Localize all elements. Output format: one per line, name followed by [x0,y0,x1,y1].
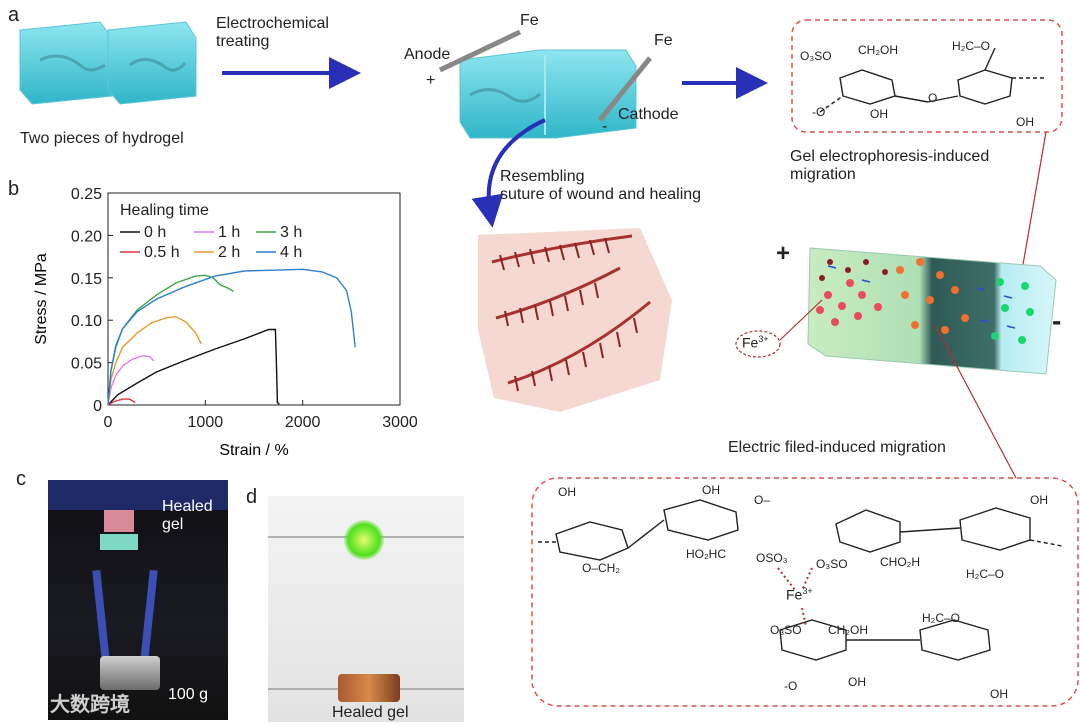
chem-b-oh-a: OH [558,485,576,499]
series-line-4h [107,268,356,406]
suture-illustration [478,228,672,412]
x-tick-label: 0 [104,414,113,431]
chem-b-oso3: OSO₃ [756,551,788,565]
series-line-0h [107,328,280,406]
gel-electrophoresis-label: Gel electrophoresis-induced migration [790,148,990,184]
chem-structure-top [819,47,1045,113]
chem-top-ch2oh: CH₂OH [858,43,898,57]
panel-label-d: d [246,486,258,508]
chem-b-oh-c: OH [1030,493,1048,507]
x-tick-label: 3000 [382,414,418,431]
fe-coordination [777,567,813,627]
hydrogel-pieces [19,21,197,105]
fe-top-label: Fe [520,12,539,29]
cathode-label: Cathode [618,106,679,123]
fe-ion-label: Fe3+ [742,334,769,351]
healed-gel-label-d: Healed gel [332,704,409,721]
legend-label: 0.5 h [144,244,180,261]
x-tick-label: 2000 [285,414,321,431]
chem-top-o-end: -O [812,105,826,119]
chem-b-oh-d: OH [848,675,866,689]
block-minus: - [1052,305,1062,336]
fe-ion-ellipse [735,330,781,358]
chem-box-bottom [531,477,1079,707]
y-tick-label: 0 [93,398,102,415]
chem-top-oh1: OH [870,107,888,121]
panel-d-photo: Healed gel [268,496,464,722]
process-arrow-3 [471,118,546,228]
block-plus: + [776,240,791,267]
anode-label: Anode [404,46,451,63]
anode-plus: + [426,72,436,89]
chem-b-o-minus: O– [754,493,771,507]
chem-b-ch2oh: CH₂OH [828,623,868,637]
y-tick-label: 0.10 [71,313,102,330]
y-tick-label: 0.20 [71,228,102,245]
healed-gel-sample [338,674,400,702]
chart-x-axis-label: Strain / % [219,442,288,459]
legend-label: 3 h [280,224,302,241]
electric-field-label: Electric filed-induced migration [728,439,946,456]
chem-b-o3so-b: O₃SO [770,623,802,637]
resembling-label: Resembling suture of wound and healing [500,168,702,204]
legend-label: 1 h [218,224,240,241]
chem-b-ho2hc: HO₂HC [686,547,726,561]
panel-label-b: b [8,178,20,200]
joined-hydrogel [438,29,652,139]
fe-right-label: Fe [654,32,673,49]
plot-frame [107,192,401,406]
panel-label-c: c [16,468,26,490]
panel-c-photo: Healed gel 100 g [48,480,228,720]
watermark: 大数跨境 [50,694,130,716]
chem-top-o: O [928,91,938,105]
chart-legend: Healing time 0 h 0.5 h 1 h 2 h 3 h 4 h [120,202,302,261]
chem-top-so3: O₃SO [800,49,832,63]
chem-b-oh-e: OH [990,687,1008,701]
chart-y-axis-label: Stress / MPa [33,253,50,345]
series-line-1h [107,355,155,406]
connector-bottom [934,324,1017,479]
electrochemical-label: Electrochemical treating [216,15,329,51]
legend-label: 0 h [144,224,166,241]
migration-gel-block [807,247,1057,375]
legend-label: 4 h [280,244,302,261]
chem-b-oh-b: OH [702,483,720,497]
y-tick-label: 0.05 [71,356,102,373]
chem-b-h2co: H₂C–O [966,567,1004,581]
led-glow [344,520,384,560]
chem-b-o-minus-b: -O [784,679,798,693]
chem-b-o3so: O₃SO [816,557,848,571]
series-line-05h [107,398,136,406]
chem-top-oh2: OH [1016,115,1034,129]
healed-gel-label-c: Healed gel [162,498,213,534]
panel-label-a: a [8,4,20,26]
y-tick-label: 0.15 [71,271,102,288]
x-tick-label: 1000 [188,414,224,431]
chem-b-h2co-b: H₂C–O [922,611,960,625]
legend-title: Healing time [120,202,209,219]
chem-b-cho2h: CHO₂H [880,555,920,569]
stress-strain-chart: 0 1000 2000 3000 0 0.05 0.10 0.15 0.20 0.25 Strai… [33,186,418,459]
chem-b-fe: Fe3+ [786,586,813,603]
chart-series [107,268,356,406]
chem-top-h2co: H₂C–O [952,39,990,53]
series-line-3h [107,274,234,406]
series-line-2h [107,316,203,406]
cathode-minus: - [602,118,608,135]
chem-structure-bottom [538,499,1063,661]
two-pieces-caption: Two pieces of hydrogel [20,130,184,147]
connector-top [1019,131,1047,283]
y-tick-label: 0.25 [71,186,102,203]
legend-label: 2 h [218,244,240,261]
chem-b-och2: O–CH₂ [582,561,620,575]
weight-label: 100 g [168,686,209,703]
chart-axes: 0 1000 2000 3000 0 0.05 0.10 0.15 0.20 0.25 [71,186,418,431]
chem-box-top [791,19,1063,133]
